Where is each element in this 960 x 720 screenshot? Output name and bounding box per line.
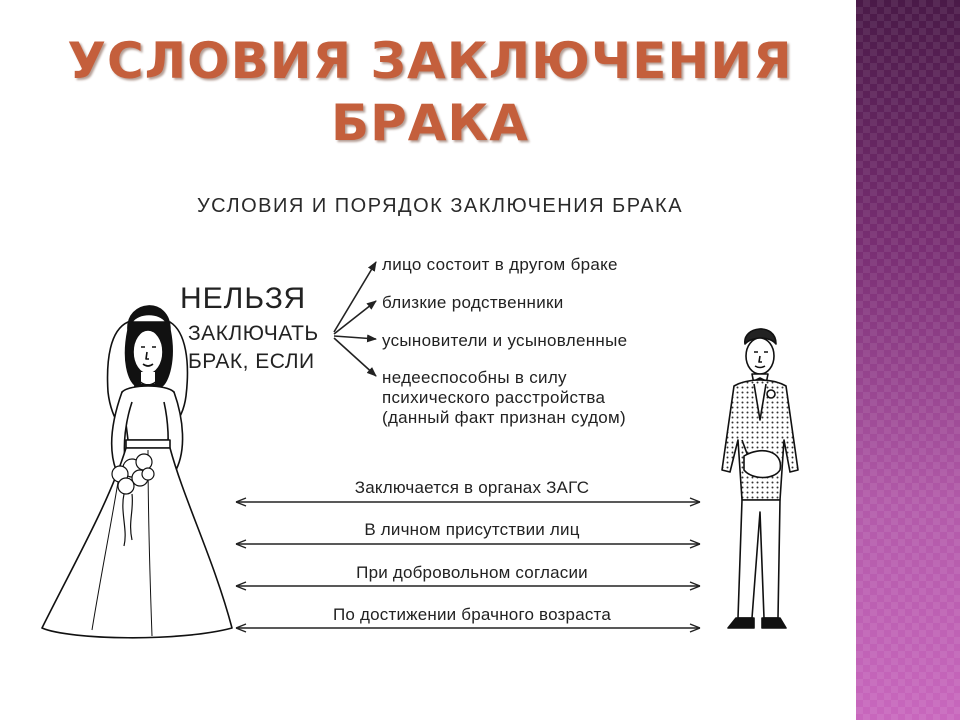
prohibition-item-incapable-line1: недееспособны в силу xyxy=(382,368,567,387)
bouquet xyxy=(111,453,155,547)
arrow-to-item-4 xyxy=(333,337,377,377)
rule-voluntary-consent: При добровольном согласии xyxy=(356,563,588,582)
prohibition-item-adoptive: усыновители и усыновленные xyxy=(382,331,628,350)
slide-title-line2: БРАКА xyxy=(330,94,530,152)
prohibition-item-other-marriage: лицо состоит в другом браке xyxy=(382,255,618,274)
groom-illustration xyxy=(721,328,799,629)
rule-marriage-age: По достижении брачного возраста xyxy=(332,605,612,624)
slide-title-line1: УСЛОВИЯ ЗАКЛЮЧЕНИЯ xyxy=(67,32,793,90)
prohibition-item-incapable-line3: (данный факт признан судом) xyxy=(382,408,626,427)
rule-arrow-1 xyxy=(235,497,701,507)
arrow-to-item-2 xyxy=(333,300,377,335)
side-divider xyxy=(850,0,856,720)
prohibition-item-incapable-line2: психического расстройства xyxy=(382,388,606,407)
prohibition-word-zaklyuchat: ЗАКЛЮЧАТЬ xyxy=(188,322,319,345)
arrow-to-item-1 xyxy=(333,261,377,333)
prohibition-arrows xyxy=(333,261,377,377)
bride-illustration xyxy=(41,305,233,639)
rule-arrow-2 xyxy=(235,539,701,549)
rule-zags: Заключается в органах ЗАГС xyxy=(354,478,590,497)
rule-arrows xyxy=(235,497,701,633)
prohibition-word-nelzya: НЕЛЬЗЯ xyxy=(180,282,307,315)
arrow-to-item-3 xyxy=(333,334,377,343)
diagram-graphics xyxy=(41,261,799,639)
prohibition-word-brak-esli: БРАК, ЕСЛИ xyxy=(188,350,315,373)
slide-title: УСЛОВИЯ ЗАКЛЮЧЕНИЯ БРАКА xyxy=(60,30,800,154)
rule-arrow-3 xyxy=(235,581,701,591)
diagram-subtitle: УСЛОВИЯ И ПОРЯДОК ЗАКЛЮЧЕНИЯ БРАКА xyxy=(196,195,684,217)
rule-personal-presence: В личном присутствии лиц xyxy=(364,520,580,539)
rule-arrow-4 xyxy=(235,623,701,633)
decorative-side-panel xyxy=(856,0,960,720)
prohibition-item-close-relatives: близкие родственники xyxy=(382,293,564,312)
